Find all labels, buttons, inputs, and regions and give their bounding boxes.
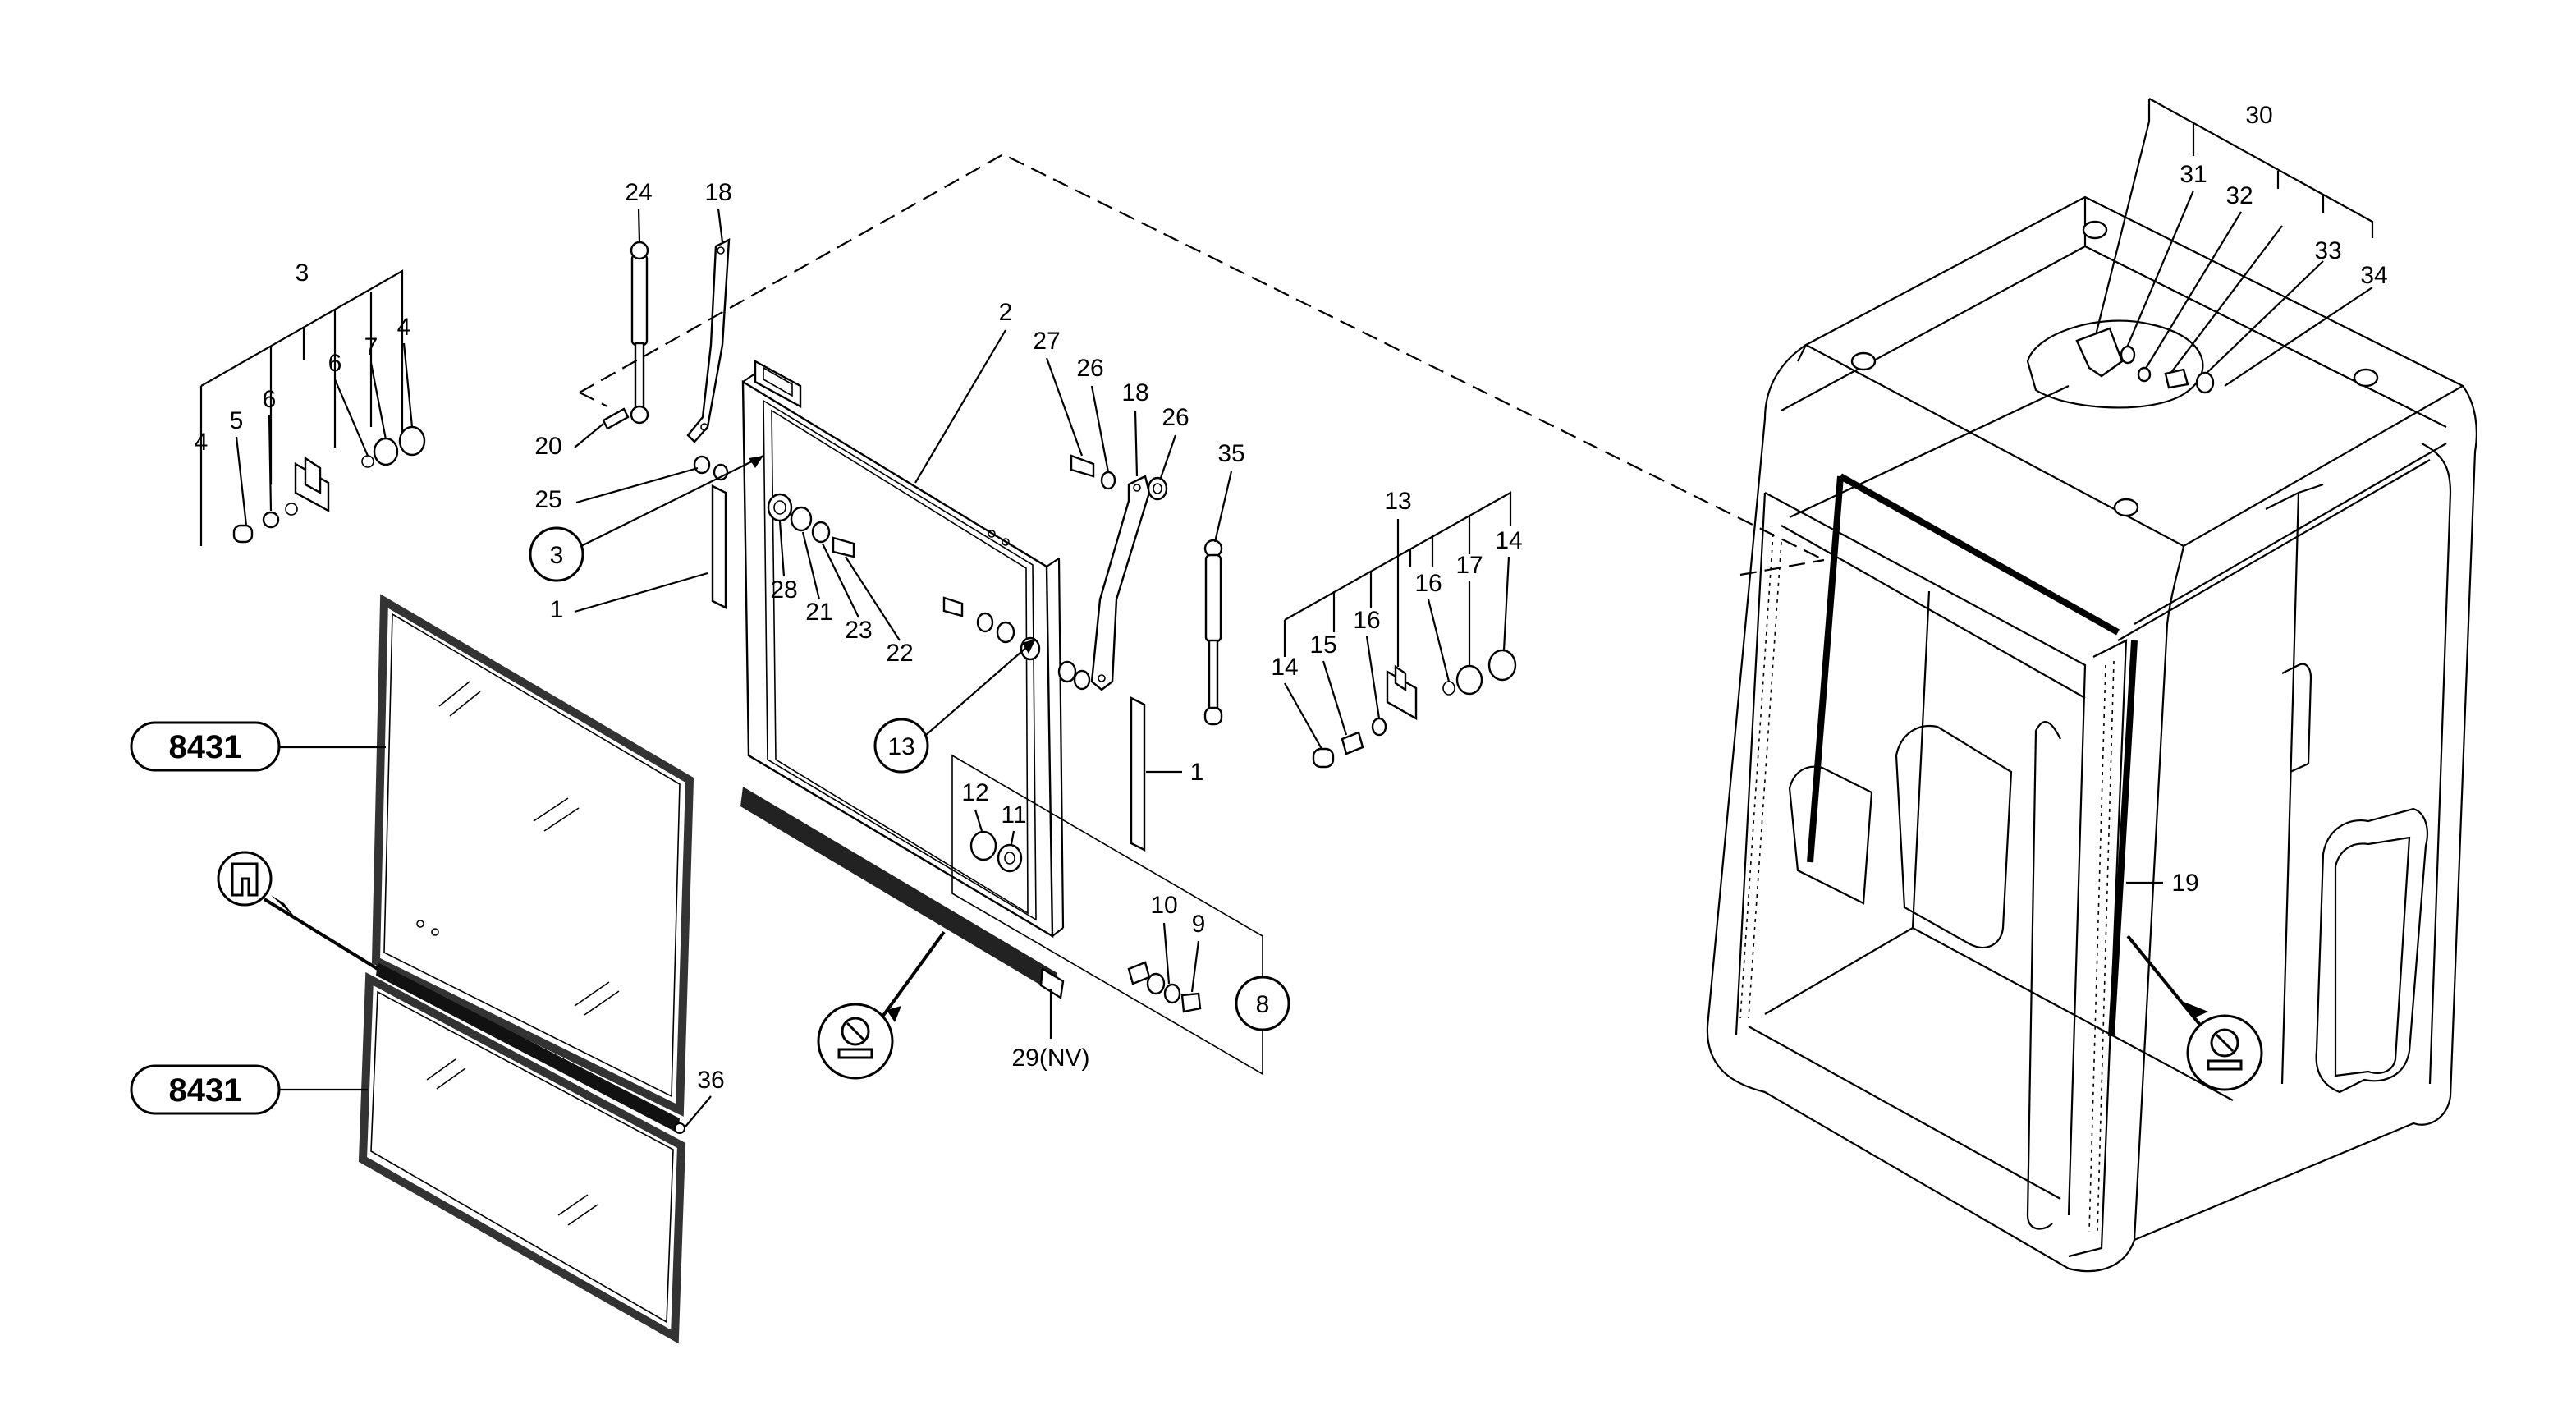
callout-11-label: 11 — [1001, 801, 1026, 829]
dashed-leader — [579, 153, 1825, 576]
callout-14-label-a: 14 — [1271, 654, 1298, 681]
callout-20-label: 20 — [534, 433, 561, 460]
pin-20 — [602, 407, 630, 430]
callout-22-label: 22 — [886, 640, 913, 667]
callout-21-label: 21 — [805, 599, 832, 626]
callout-7-label: 7 — [364, 333, 378, 360]
callout-13-label: 13 — [1384, 488, 1411, 515]
door-frame — [741, 359, 1065, 939]
gas-strut-35 — [1203, 539, 1223, 726]
callout-12-label: 12 — [961, 779, 988, 806]
callout-16-label-b: 16 — [1414, 570, 1442, 597]
callout-14-label-b: 14 — [1495, 527, 1522, 554]
bottom-channel-strip — [740, 787, 1065, 999]
strip-1-left — [711, 484, 727, 609]
hinge-assembly-left — [199, 269, 426, 546]
seal-profile-icon — [217, 851, 379, 971]
callout-6-label-a: 6 — [263, 386, 277, 413]
bolt-22 — [832, 536, 855, 558]
reference-upper-glass[interactable]: 8431 — [130, 721, 386, 772]
washer-26-b — [1147, 476, 1168, 501]
washer-26-a — [1100, 471, 1116, 490]
callout-31-label: 31 — [2180, 161, 2207, 188]
callout-10-label: 10 — [1150, 892, 1177, 919]
callout-4-label-b: 4 — [397, 314, 411, 341]
callout-34-label: 34 — [2360, 262, 2387, 289]
callout-35-label: 35 — [1217, 440, 1244, 467]
svg-text:2: 2 — [999, 299, 1013, 326]
callout-17-label: 17 — [1455, 552, 1483, 579]
bracket-18-left — [686, 237, 731, 443]
cab-body — [1706, 195, 2477, 1273]
callout-18-label-a: 18 — [704, 179, 731, 206]
callout-26-label-b: 26 — [1162, 404, 1189, 431]
callout-1-label-a: 1 — [550, 596, 564, 623]
callout-30-label: 30 — [2245, 102, 2272, 129]
svg-text:36: 36 — [697, 1067, 724, 1094]
detail-ref-3: 3 — [529, 455, 764, 582]
washer-25 — [693, 455, 729, 481]
callout-25-label: 25 — [534, 486, 561, 513]
adhesive-icon — [817, 930, 946, 1080]
callout-2: 2 — [914, 299, 1013, 484]
callout-32-label: 32 — [2225, 182, 2253, 209]
svg-text:13: 13 — [887, 733, 914, 760]
gas-strut-24 — [630, 241, 649, 425]
callout-24-label: 24 — [625, 179, 652, 206]
callout-6-label-b: 6 — [328, 350, 342, 377]
spacer-21 — [790, 506, 813, 532]
callout-4-label-a: 4 — [195, 429, 209, 456]
bushing-28 — [767, 493, 793, 522]
callout-27-label: 27 — [1033, 328, 1060, 355]
svg-text:8: 8 — [1256, 991, 1270, 1018]
callout-28-label: 28 — [770, 576, 797, 604]
lower-glass-panel — [358, 971, 686, 1344]
callout-19-label: 19 — [2171, 870, 2198, 897]
reference-lower-glass-label: 8431 — [169, 1072, 242, 1109]
callout-1-label-b: 1 — [1190, 759, 1204, 786]
callout-15-label: 15 — [1309, 631, 1336, 659]
washer-23 — [811, 521, 831, 544]
callout-33-label: 33 — [2314, 237, 2341, 264]
callout-18-label-b: 18 — [1121, 379, 1148, 406]
glass-seal-strip — [376, 962, 680, 1133]
callout-26-label-a: 26 — [1076, 355, 1103, 382]
reference-upper-glass-label: 8431 — [169, 729, 242, 765]
frame-fasteners — [942, 596, 1091, 691]
upper-glass-panel — [371, 594, 694, 1117]
callout-3-label: 3 — [296, 259, 309, 287]
hinge-assembly-13 — [1283, 491, 1517, 769]
cab-seal-19 — [1807, 473, 2138, 1037]
detail-ref-8: 8 — [1235, 976, 1290, 1031]
callout-36: 36 — [674, 1067, 725, 1134]
callout-9-label: 9 — [1192, 911, 1206, 938]
callout-5-label: 5 — [230, 407, 244, 434]
callout-23-label: 23 — [845, 617, 872, 644]
bracket-18-right — [1090, 475, 1151, 691]
lock-assembly-8 — [951, 754, 1263, 1076]
callout-29: 29(NV) — [1011, 989, 1090, 1072]
reference-lower-glass[interactable]: 8431 — [130, 1064, 368, 1115]
callout-16-label-a: 16 — [1353, 607, 1380, 634]
svg-text:29(NV): 29(NV) — [1011, 1044, 1089, 1072]
svg-text:3: 3 — [550, 542, 564, 569]
detail-ref-13: 13 — [873, 639, 1036, 774]
roof-hinge-assembly-30 — [2075, 98, 2374, 394]
bolt-27 — [1070, 454, 1095, 478]
adhesive-icon-right — [2126, 934, 2263, 1091]
strip-1-right — [1130, 696, 1146, 852]
